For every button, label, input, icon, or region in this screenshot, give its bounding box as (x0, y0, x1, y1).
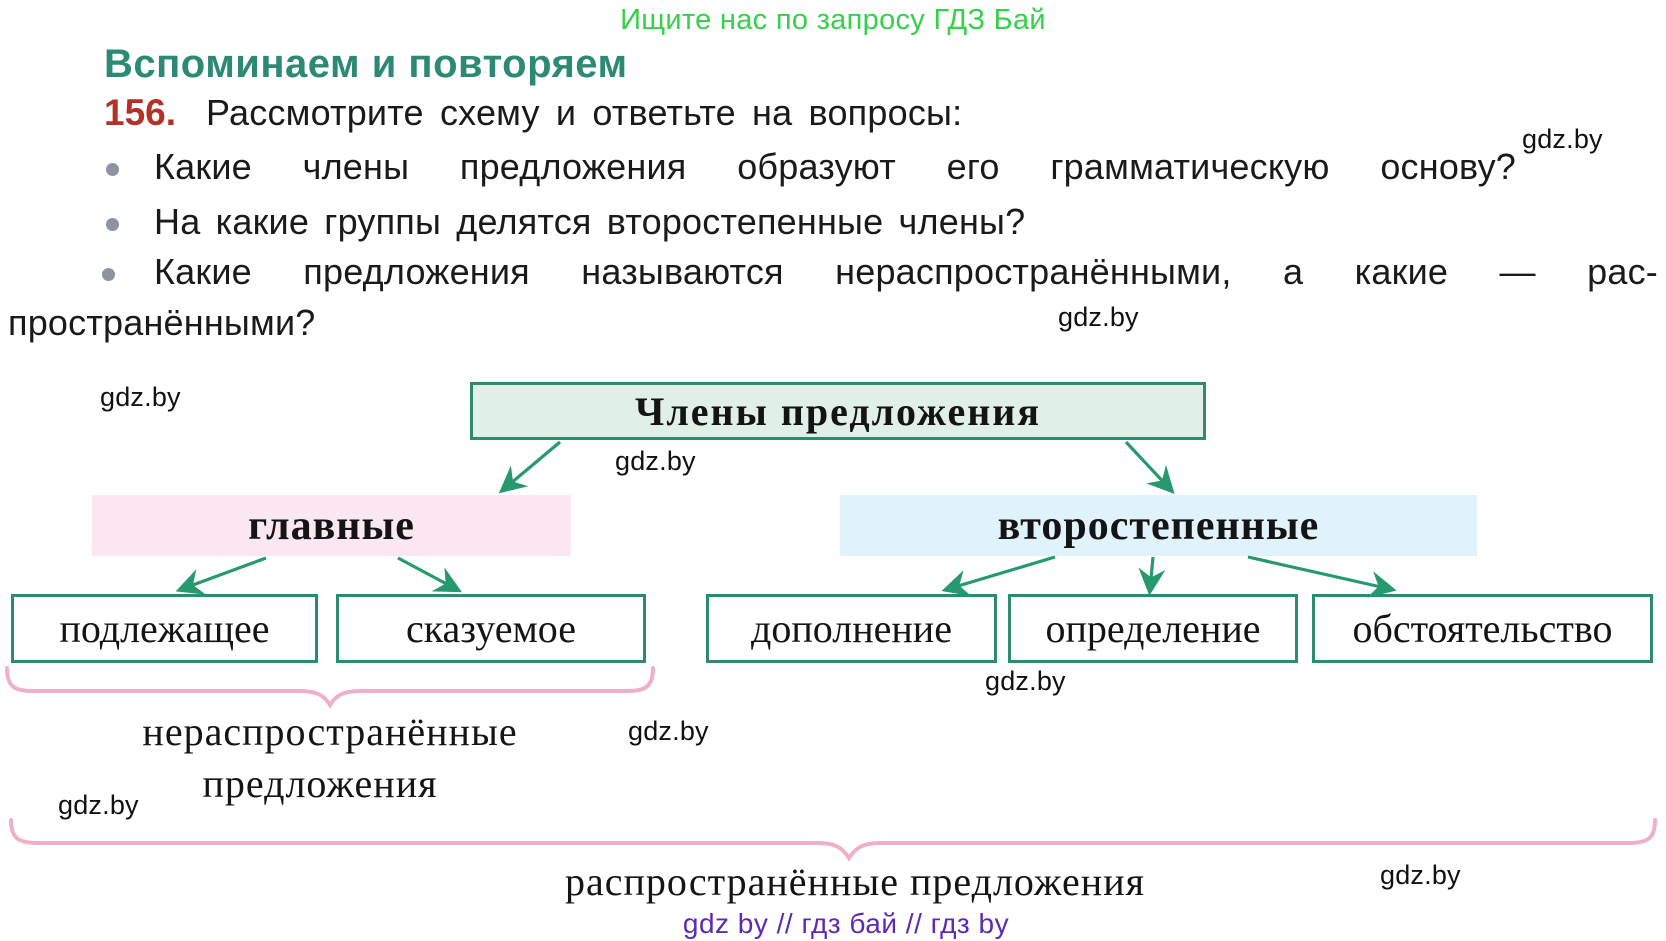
arrow-main-to-subject-icon (175, 556, 267, 595)
label-undistributed-line2: предложения (202, 761, 438, 806)
brace-distributed-icon (9, 818, 1657, 862)
arrow-root-to-secondary-icon (1124, 440, 1175, 494)
diagram-box-adverbial: обстоятельство (1312, 594, 1653, 663)
watermark-gdzby: gdz.by (58, 790, 139, 820)
diagram-box-main-members: главные (92, 495, 571, 556)
arrow-secondary-to-adverbial-icon (1247, 555, 1397, 598)
watermark-gdzby: gdz.by (1522, 124, 1603, 154)
watermark-gdzby: gdz.by (100, 382, 181, 412)
diagram-box-predicate: сказуемое (336, 594, 646, 663)
diagram-box-secondary-members: второстепенные (840, 495, 1477, 556)
question-3-line1: Какие предложения называются нераспростр… (154, 251, 1658, 292)
exercise-instruction: Рассмотрите схему и ответьте на вопросы: (206, 92, 963, 133)
watermark-gdzby: gdz.by (615, 446, 696, 476)
promo-banner: Ищите нас по запросу ГДЗ Бай (620, 4, 1046, 36)
question-3-line2: пространёнными? (8, 302, 316, 343)
watermark-gdzby: gdz.by (985, 666, 1066, 696)
watermark-gdzby: gdz.by (1380, 860, 1461, 890)
label-undistributed-line1: нераспространённые (142, 709, 518, 754)
question-2: На какие группы делятся второстепенные ч… (154, 201, 1026, 242)
diagram-box-object: дополнение (706, 594, 997, 663)
bullet-icon (106, 218, 119, 231)
arrow-root-to-main-icon (498, 440, 562, 494)
watermark-gdzby: gdz.by (628, 716, 709, 746)
bullet-icon (102, 268, 115, 281)
footer-keywords: gdz by // гдз бай // гдз by (682, 908, 1010, 939)
bullet-icon (106, 163, 119, 176)
diagram-root-box: Члены предложения (470, 382, 1206, 440)
diagram-box-attribute: определение (1008, 594, 1298, 663)
arrow-secondary-to-attribute-icon (1138, 556, 1166, 596)
exercise-number: 156. (104, 92, 177, 133)
question-1: Какие члены предложения образуют его гра… (154, 146, 1516, 187)
arrow-main-to-predicate-icon (397, 556, 462, 593)
watermark-gdzby: gdz.by (1058, 302, 1139, 332)
diagram-box-subject: подлежащее (11, 594, 318, 663)
section-heading: Вспоминаем и повторяем (104, 42, 628, 86)
brace-undistributed-icon (5, 666, 655, 709)
label-distributed: распространённые предложения (564, 859, 1145, 904)
arrow-secondary-to-object-icon (941, 555, 1056, 597)
